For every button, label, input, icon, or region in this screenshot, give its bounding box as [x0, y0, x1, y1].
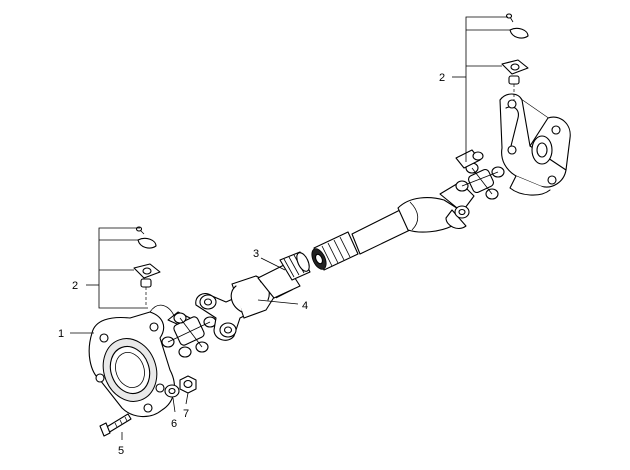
callout-2-right: 2	[439, 72, 445, 84]
upper-universal-joint	[439, 149, 505, 229]
callout-7: 7	[183, 408, 189, 420]
callout-2-bracket-left	[86, 227, 148, 309]
washer-part-6	[164, 384, 180, 398]
callout-1: 1	[58, 328, 64, 340]
lower-bearing-cap-set	[133, 226, 161, 305]
callout-6: 6	[171, 418, 177, 430]
leader-6	[172, 397, 176, 413]
nut-part-7	[179, 375, 197, 394]
mounting-flange-part-1	[88, 304, 176, 418]
propeller-shaft-tube	[311, 197, 461, 271]
upper-mounting-bracket	[499, 93, 571, 196]
callout-4: 4	[302, 300, 308, 312]
upper-bearing-cap-set	[501, 13, 529, 100]
leader-3	[260, 257, 286, 271]
leader-7	[185, 392, 189, 405]
leader-4	[257, 299, 299, 305]
callout-5: 5	[118, 445, 124, 457]
splined-stub-part-3	[257, 251, 311, 299]
bolt-part-5	[99, 413, 132, 437]
callout-3: 3	[253, 248, 259, 260]
lower-universal-joint	[161, 311, 217, 358]
callout-2-bracket-right	[452, 16, 510, 162]
callout-2-left: 2	[72, 280, 78, 292]
